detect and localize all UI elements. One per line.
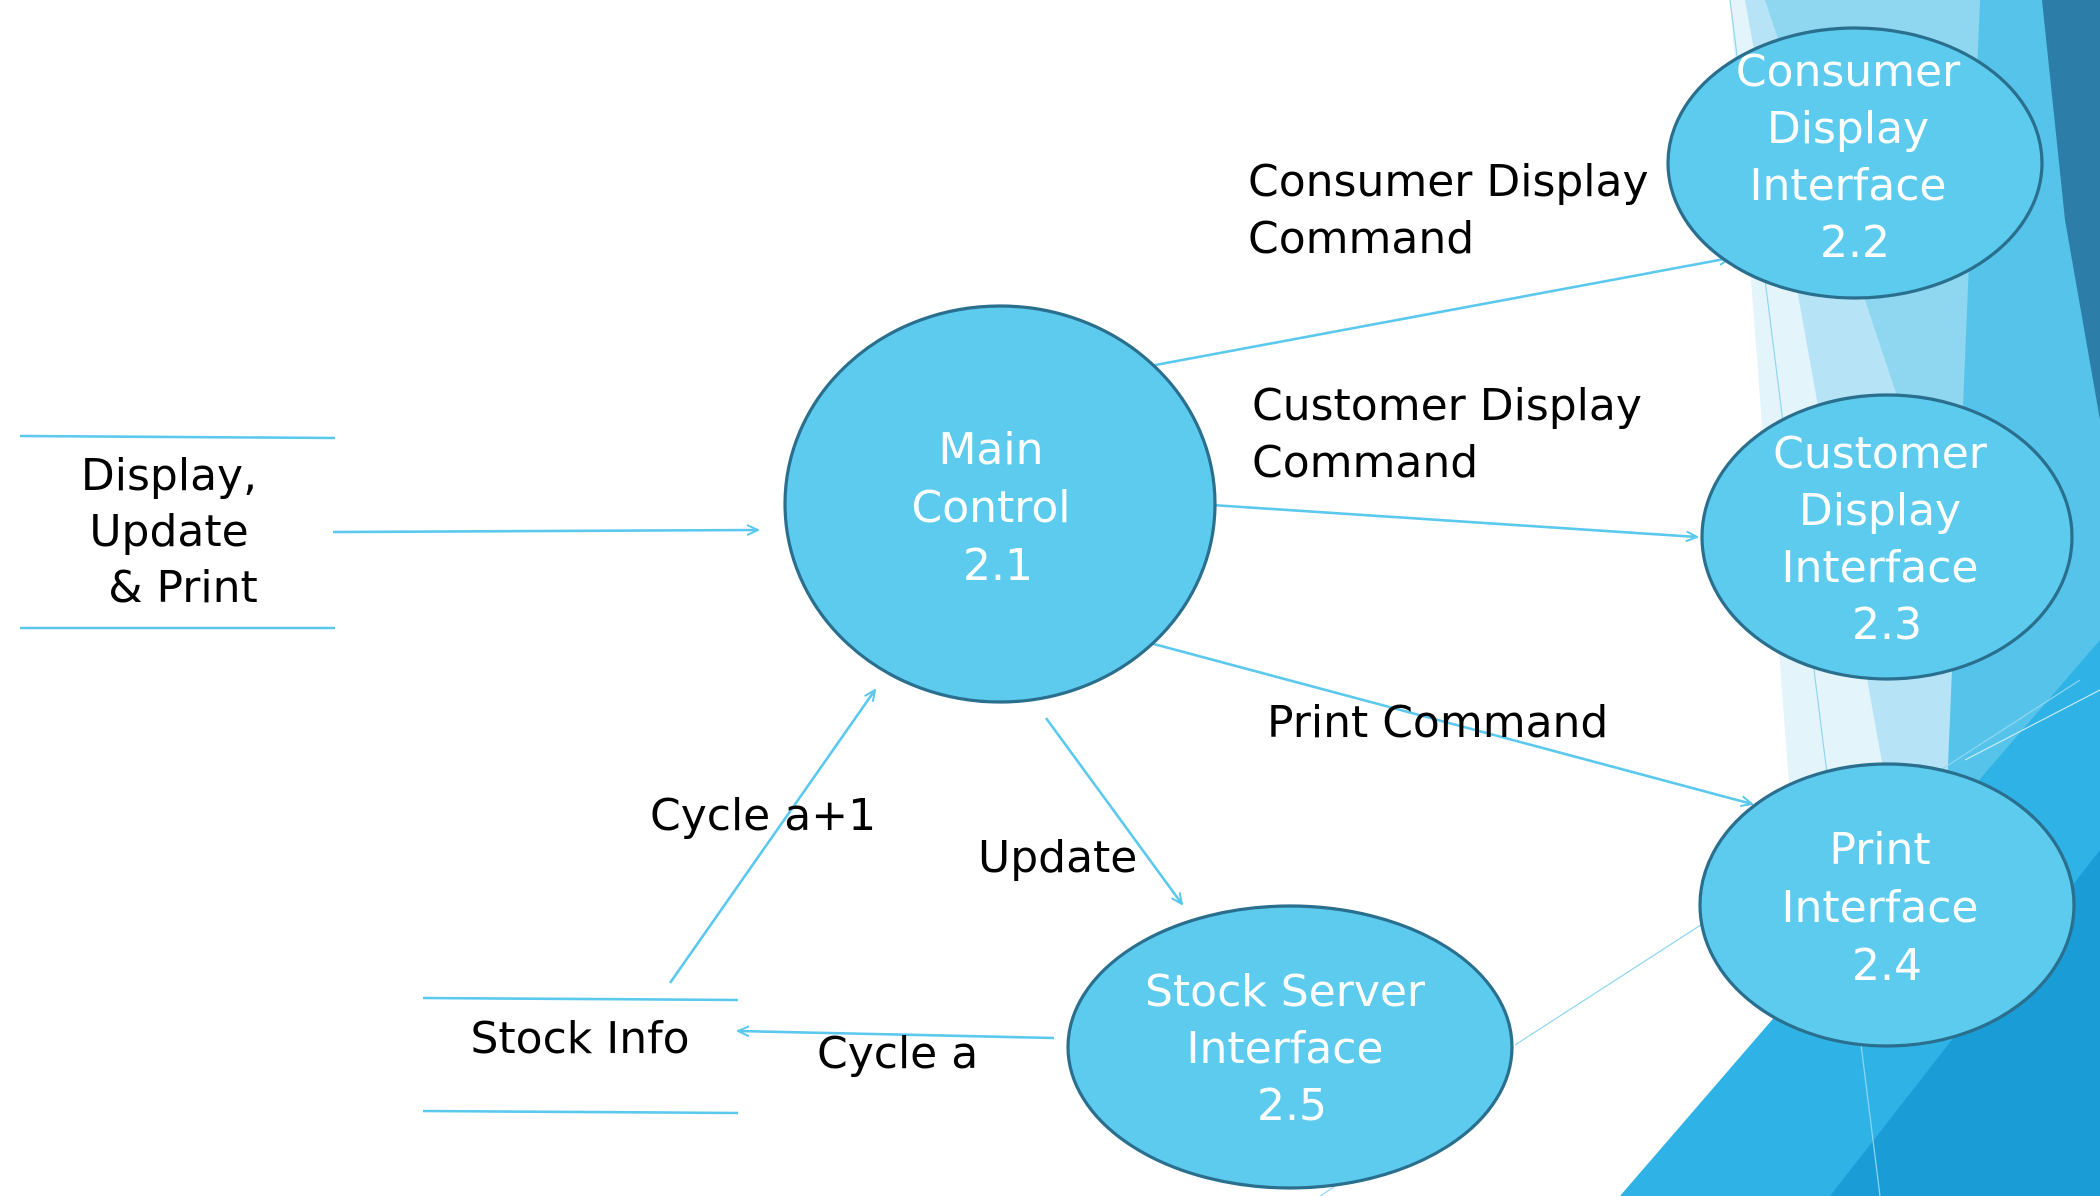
process-consumer-display-interface: Consumer Display Interface 2.2 — [1666, 26, 2044, 300]
facet-hairline-3 — [1964, 689, 2100, 761]
process-bubble — [1700, 393, 2074, 681]
process-label: Print Interface 2.4 — [1782, 824, 1993, 991]
process-label: Main Control 2.1 — [911, 424, 1084, 591]
store-label: Stock Info — [470, 1013, 689, 1064]
data-store-stock-info: Stock Info — [422, 996, 739, 1115]
flow-main-to-customer-display — [1211, 503, 1697, 537]
flow-stock-server-to-stock-info — [738, 1031, 1055, 1040]
flow-main-to-print — [1149, 641, 1752, 804]
process-bubble — [1698, 762, 2076, 1048]
process-customer-display-interface: Customer Display Interface 2.3 — [1700, 393, 2074, 681]
store-top-line — [19, 434, 336, 440]
process-label: Customer Display Interface 2.3 — [1773, 428, 2001, 650]
flow-main-to-stock-server — [1044, 717, 1182, 904]
store-label: Display, Update & Print — [81, 450, 271, 613]
process-stock-server-interface: Stock Server Interface 2.5 — [1066, 904, 1514, 1190]
flow-label-update: Update — [978, 832, 1137, 883]
flow-label-print-command: Print Command — [1267, 697, 1608, 748]
process-label: Stock Server Interface 2.5 — [1145, 966, 1439, 1131]
store-bottom-line — [422, 1109, 739, 1115]
data-store-display-update-print: Display, Update & Print — [19, 434, 336, 630]
flow-label-cycle-a-plus-1: Cycle a+1 — [650, 790, 876, 841]
store-top-line — [422, 996, 739, 1002]
process-label: Consumer Display Interface 2.2 — [1736, 46, 1974, 268]
flow-input-to-main — [332, 530, 758, 532]
process-bubble — [1666, 26, 2044, 300]
process-bubble — [783, 304, 1217, 704]
flow-stock-info-to-main — [668, 690, 875, 984]
facet-dark-edge — [2042, 0, 2100, 420]
process-print-interface: Print Interface 2.4 — [1698, 762, 2076, 1048]
flow-label-customer-display-command: Customer Display Command — [1252, 380, 1656, 488]
flow-arrows — [332, 258, 1752, 1040]
flow-label-consumer-display-command: Consumer Display Command — [1248, 156, 1663, 264]
process-main-control: Main Control 2.1 — [783, 304, 1217, 704]
flow-label-cycle-a: Cycle a — [817, 1028, 978, 1079]
process-bubble — [1066, 904, 1514, 1190]
flow-main-to-consumer-display — [1149, 258, 1730, 368]
